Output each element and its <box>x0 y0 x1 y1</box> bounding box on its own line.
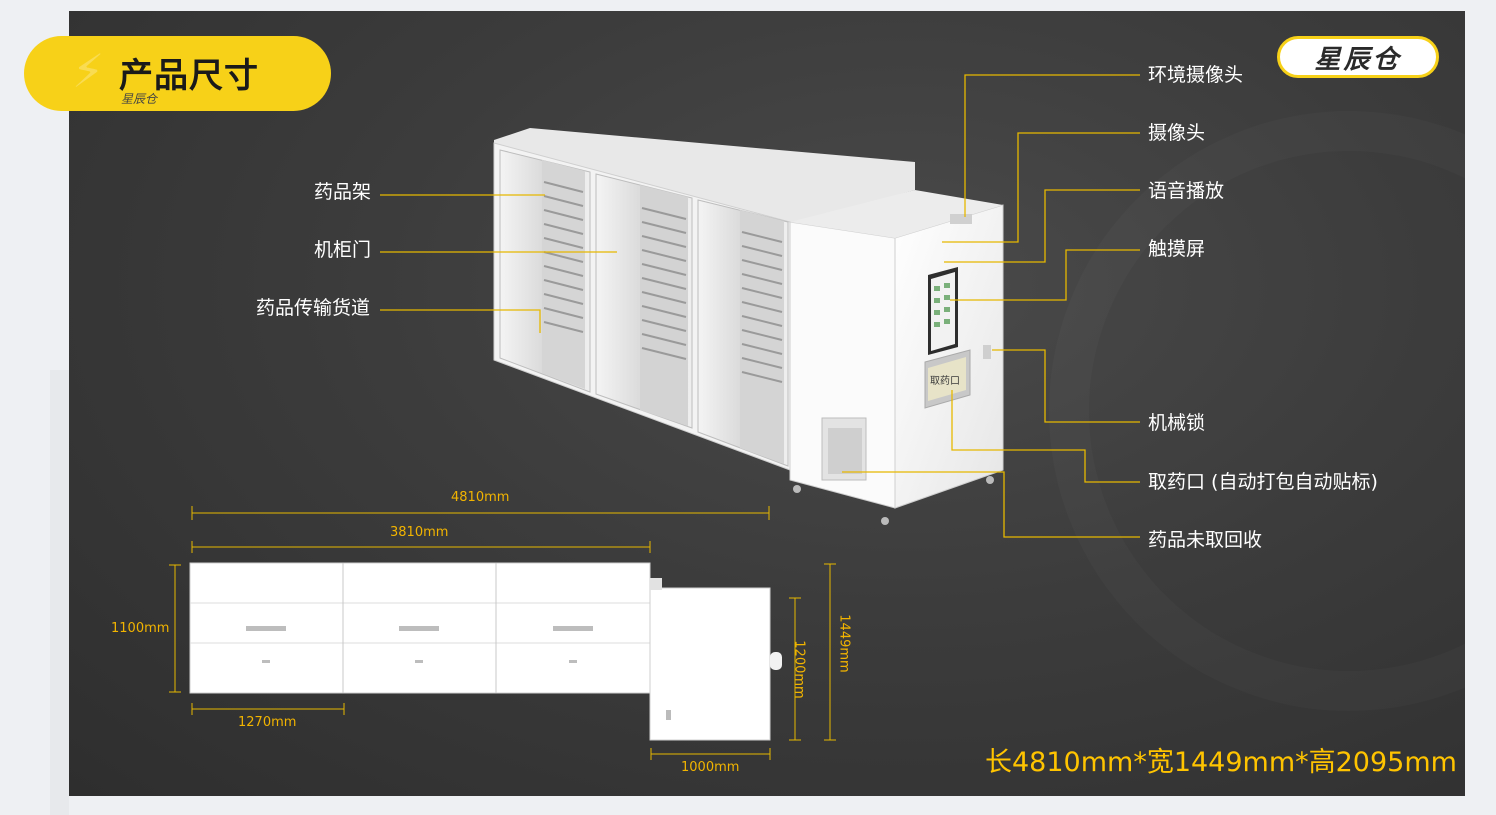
callout-environment-camera: 环境摄像头 <box>1148 64 1244 86</box>
callout-camera: 摄像头 <box>1148 122 1206 144</box>
callout-touch-screen: 触摸屏 <box>1148 238 1206 260</box>
machine-render: 取药口 <box>493 128 1004 525</box>
page-gutter <box>50 370 69 815</box>
dimension-cabinet-depth: 1100mm <box>111 621 170 636</box>
dimension-dispenser-depth: 1200mm <box>791 640 807 699</box>
page-subtitle: 星辰仓 <box>121 92 158 106</box>
title-badge: ⚡ 产品尺寸 星辰仓 <box>24 36 331 111</box>
dimension-cabinet-length: 3810mm <box>390 525 449 540</box>
dimension-module-width: 1270mm <box>238 715 297 730</box>
plan-drawing <box>189 562 782 741</box>
spec-summary: 长4810mm*宽1449mm*高2095mm <box>985 747 1457 778</box>
pickup-window-label: 取药口 <box>930 375 960 387</box>
lightning-icon: ⚡ <box>72 44 105 98</box>
callout-lines <box>380 74 1140 538</box>
dimension-overall-depth: 1449mm <box>836 614 852 673</box>
callout-voice-playback: 语音播放 <box>1148 180 1225 202</box>
page-title: 产品尺寸 <box>119 56 259 96</box>
callout-mechanical-lock: 机械锁 <box>1148 412 1206 434</box>
dimension-lines <box>169 506 836 760</box>
dimension-dispenser-width: 1000mm <box>681 760 740 775</box>
callout-medicine-shelf: 药品架 <box>314 181 372 203</box>
dimension-total-length: 4810mm <box>451 490 510 505</box>
callout-cabinet-door: 机柜门 <box>314 239 372 261</box>
brand-logo-text: 星辰仓 <box>1314 44 1402 75</box>
callout-pickup-port: 取药口 (自动打包自动贴标) <box>1148 471 1378 493</box>
brand-logo: 星辰仓 <box>1277 36 1439 78</box>
callout-uncollected-recovery: 药品未取回收 <box>1148 529 1263 551</box>
callout-transport-channel: 药品传输货道 <box>256 297 371 319</box>
